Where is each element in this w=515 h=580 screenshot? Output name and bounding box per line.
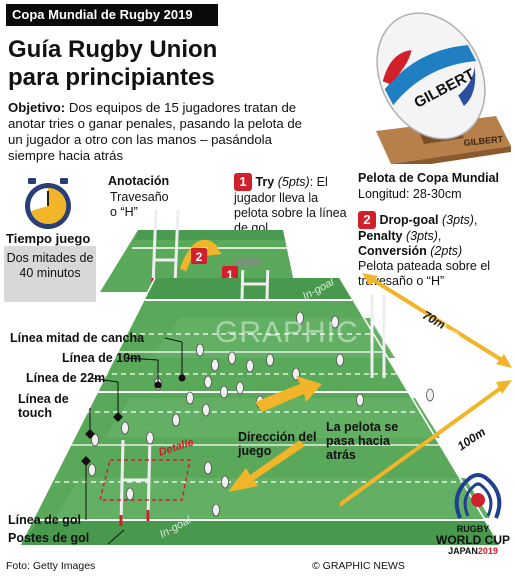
label-10m: Línea de 10m — [62, 351, 142, 365]
pass-arrow — [255, 376, 322, 412]
inset-detail-field: 2 1 — [100, 210, 296, 292]
ball-caption-title: Pelota de Copa Mundial — [358, 171, 499, 185]
kick-number-badge: 2 — [358, 211, 376, 229]
penalty-points: (3pts) — [405, 229, 438, 243]
watermark: GRAPHIC NEWS — [215, 316, 463, 349]
time-value: Dos mitades de 40 minutos — [4, 246, 96, 302]
ingoal-far — [145, 278, 352, 300]
inset-badge-2 — [191, 248, 207, 264]
inset-post-right — [173, 210, 180, 286]
event-banner: Copa Mundial de Rugby 2019 — [6, 4, 218, 26]
try-name: Try — [255, 175, 275, 189]
objective-label: Objetivo: — [8, 100, 66, 115]
drop-goal-points: (3pts) — [442, 213, 474, 227]
label-22m: Línea de 22m — [26, 371, 106, 385]
far-post-left — [240, 270, 245, 301]
ball-caption: Pelota de Copa Mundial Longitud: 28-30cm — [358, 171, 513, 202]
label-halfway: Línea mitad de cancha — [10, 331, 145, 345]
svg-text:1: 1 — [227, 268, 234, 282]
rwc-line2: WORLD CUP — [436, 533, 510, 547]
ball-caption-length: Longitud: 28-30cm — [358, 187, 462, 201]
rwc-logo-icon — [454, 473, 502, 519]
drop-goal-name: Drop-goal — [379, 213, 439, 227]
svg-text:2: 2 — [196, 250, 203, 264]
time-label: Tiempo juego — [6, 231, 91, 246]
width-arrow — [368, 276, 507, 364]
photo-credit: Foto: Getty Images — [6, 560, 96, 572]
try-number-badge: 1 — [234, 173, 252, 191]
inset-post-left — [151, 210, 158, 286]
title-line-1: Guía Rugby Union — [8, 36, 218, 63]
pass-label: La pelota se pasa hacia atrás — [326, 420, 399, 462]
ball-stand-side — [391, 146, 511, 164]
direction-arrow — [228, 440, 305, 492]
try-points: (5pts) — [277, 175, 310, 189]
label-goal-line: Línea de gol — [8, 513, 81, 527]
crossbar-label: Anotación — [108, 174, 170, 188]
rwc-year: 2019 — [477, 546, 498, 556]
clock-icon — [25, 178, 71, 229]
near-post-left — [119, 439, 125, 526]
detail-box — [99, 459, 191, 501]
conversion-points: (2pts) — [430, 244, 463, 258]
ingoal-near — [20, 520, 500, 545]
far-post-right — [265, 270, 270, 301]
rugby-pitch: Detalle In-goal In-goal — [19, 270, 501, 546]
objective-text: Objetivo: Dos equipos de 15 jugadores tr… — [8, 100, 308, 164]
leader-lines — [81, 337, 186, 545]
title-line-2: para principiantes — [8, 64, 215, 91]
players-group — [88, 311, 434, 517]
length-arrow — [340, 383, 507, 508]
rwc-logo-text: RUGBY WORLD CUP JAPAN2019 — [432, 524, 514, 557]
crossbar-desc: Travesaño o “H” — [110, 190, 169, 219]
objective-body: Dos equipos de 15 jugadores tratan de an… — [8, 100, 303, 163]
conversion-name: Conversión — [358, 244, 427, 258]
label-goal-posts: Postes de gol — [8, 531, 90, 545]
touch-line-left — [19, 277, 156, 546]
rwc-line1: RUGBY — [456, 524, 490, 534]
direction-label: Dirección del juego — [238, 430, 317, 458]
kick-info: 2 Drop-goal (3pts), Penalty (3pts), Conv… — [358, 211, 491, 288]
penalty-name: Penalty — [358, 229, 403, 243]
near-post-right — [146, 434, 152, 521]
rwc-line3: JAPAN — [448, 546, 478, 556]
page-title: Guía Rugby Union para principiantes — [8, 36, 238, 92]
label-touch: Línea de touch — [18, 392, 69, 420]
dimension-arrows — [340, 273, 512, 508]
stand-brand: GILBERT — [463, 134, 504, 148]
ball-body: GILBERT — [376, 12, 486, 140]
rugby-ball-illustration: GILBERT GILBERT — [376, 12, 511, 164]
graphic-credit: © GRAPHIC NEWS — [312, 560, 405, 572]
